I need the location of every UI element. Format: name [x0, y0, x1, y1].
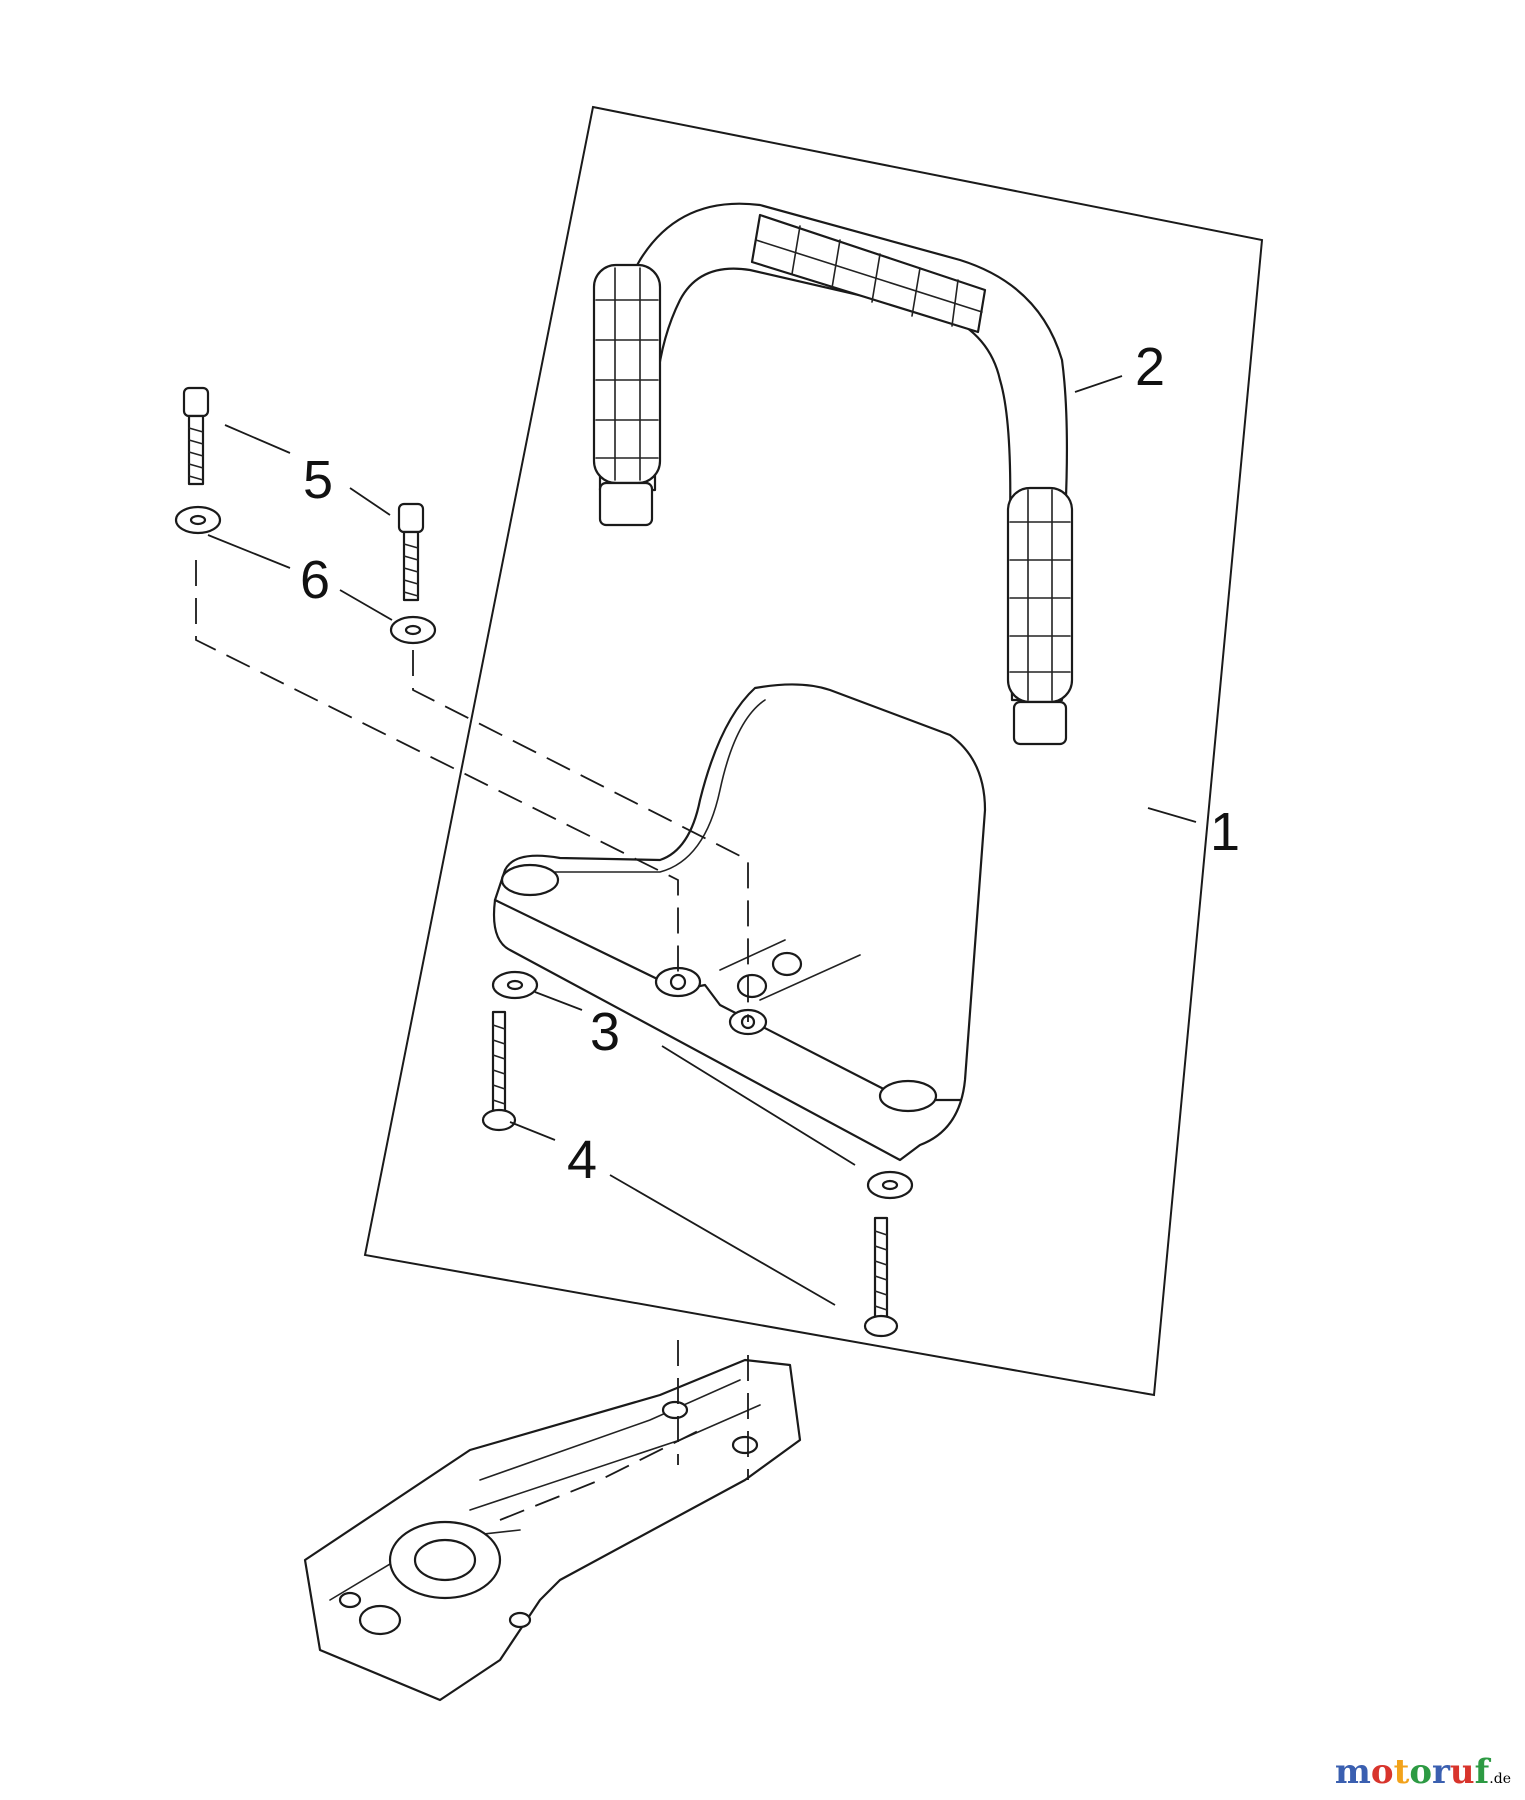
watermark-letter: o [1409, 1752, 1432, 1792]
engine-housing-part [303, 1358, 802, 1702]
watermark-letter: o [1370, 1752, 1394, 1792]
assembly-line-6b [412, 650, 749, 1022]
assembly-line-6a [195, 560, 679, 982]
screw-part-5a [182, 386, 210, 486]
washer-part-6b [389, 615, 437, 645]
callout-3: 3 [590, 1002, 620, 1062]
washer-part-6a [174, 505, 222, 535]
watermark-letter: t [1393, 1752, 1410, 1792]
watermark-text: motoruf [1335, 1752, 1489, 1792]
leader-line-4 [509, 1121, 836, 1306]
callout-5: 5 [303, 450, 333, 510]
handlebar-part [592, 202, 1074, 746]
leader-line-3 [534, 991, 856, 1166]
watermark-letter: r [1432, 1752, 1450, 1792]
leader-line-2 [1074, 375, 1123, 393]
callout-6: 6 [300, 550, 330, 610]
callout-1: 1 [1210, 802, 1240, 862]
watermark-suffix: .de [1489, 1771, 1511, 1787]
watermark-letter: m [1334, 1752, 1371, 1792]
washer-part-3a [491, 970, 539, 1000]
screw-part-4b [863, 1216, 899, 1338]
assembly-group-frame [363, 105, 1264, 1397]
washer-part-3b [866, 1170, 914, 1200]
watermark-letter: u [1449, 1752, 1475, 1792]
callout-4: 4 [567, 1130, 597, 1190]
leader-line-6 [207, 534, 393, 621]
leader-line-5 [224, 424, 391, 516]
motoruf-watermark-logo: motoruf.de [1335, 1752, 1511, 1792]
handle-bracket-part [492, 683, 987, 1162]
watermark-letter: f [1474, 1752, 1490, 1792]
callout-2: 2 [1135, 337, 1165, 397]
screw-part-4a [481, 1010, 517, 1132]
leader-line-1 [1147, 807, 1197, 823]
screw-part-5b [397, 502, 425, 602]
